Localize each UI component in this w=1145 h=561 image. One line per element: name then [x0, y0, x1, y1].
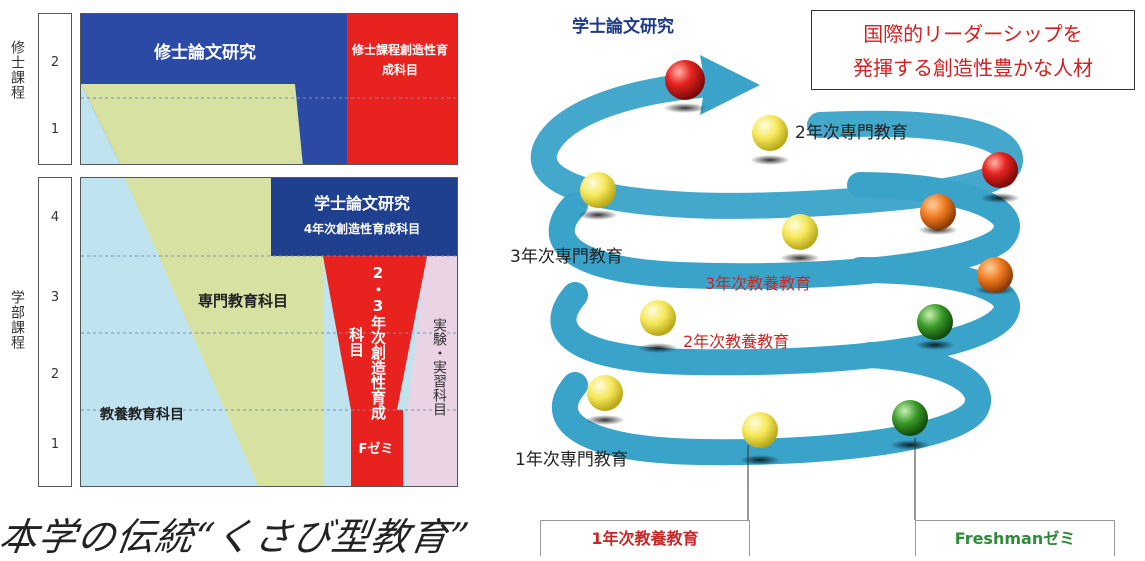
- masters-year-2: 2: [50, 55, 60, 70]
- bachelor-thesis-title: 学士論文研究: [313, 194, 410, 213]
- spiral-bachelor-thesis: 学士論文研究: [572, 17, 674, 37]
- undergrad-grid-shapes: [81, 178, 457, 486]
- specialized-subjects-label: 専門教育科目: [198, 292, 289, 310]
- undergrad-year-3: 3: [50, 290, 60, 305]
- undergrad-side-box: [38, 177, 72, 487]
- ball-red-top: [665, 60, 705, 100]
- spiral-year1-specialized: 1年次専門教育: [515, 450, 628, 470]
- ball-green: [917, 304, 953, 340]
- spiral-arrowhead: [700, 55, 760, 115]
- masters-thesis-label: 修士論文研究: [154, 43, 256, 63]
- goal-line-1: 国際的リーダーシップを: [863, 22, 1083, 46]
- goal-line-2: 発揮する創造性豊かな人材: [853, 56, 1093, 80]
- masters-side-box: [38, 13, 72, 165]
- ball-shadows: [578, 103, 1020, 465]
- ball-yellow: [580, 172, 616, 208]
- undergrad-grid: [80, 177, 458, 487]
- undergrad-year-2: 2: [50, 367, 60, 382]
- masters-creativity-label: 修士課程創造性育成科目: [351, 43, 448, 77]
- masters-year-1: 1: [50, 122, 60, 137]
- spiral-year2-specialized: 2年次専門教育: [795, 123, 908, 143]
- masters-grid: [80, 13, 458, 165]
- spiral-year3-liberal: 3年次教養教育: [705, 274, 812, 293]
- liberal-arts-subjects-label: 教養教育科目: [100, 407, 184, 423]
- undergrad-year-4: 4: [50, 210, 60, 225]
- ball-yellow: [587, 375, 623, 411]
- year1-liberal-tag: 1年次教養教育: [540, 520, 750, 556]
- experiment-practice-label: 実験・実習科目: [431, 318, 447, 416]
- ball-red: [982, 152, 1018, 188]
- ball-yellow: [782, 214, 818, 250]
- undergrad-course-label: 学部課程: [9, 290, 25, 350]
- ball-yellow: [742, 412, 778, 448]
- ball-orange: [920, 194, 956, 230]
- spiral-year2-liberal: 2年次教養教育: [683, 332, 790, 351]
- masters-grid-shapes: [81, 14, 457, 164]
- freshman-seminar-tag: Freshmanゼミ: [915, 520, 1115, 556]
- ball-green: [892, 400, 928, 436]
- undergrad-year-1: 1: [50, 437, 60, 452]
- spiral-year3-specialized: 3年次専門教育: [510, 247, 623, 267]
- ball-orange: [977, 257, 1013, 293]
- f-seminar-label: Fゼミ: [358, 442, 394, 457]
- creativity-23-label: 2・3年次創造性育成科目: [347, 264, 387, 420]
- ball-yellow: [640, 300, 676, 336]
- goal-box: 国際的リーダーシップを 発揮する創造性豊かな人材: [811, 10, 1135, 90]
- ball-yellow: [752, 115, 788, 151]
- bachelor-thesis-sub: 4年次創造性育成科目: [303, 222, 421, 236]
- masters-course-label: 修士課程: [9, 40, 25, 100]
